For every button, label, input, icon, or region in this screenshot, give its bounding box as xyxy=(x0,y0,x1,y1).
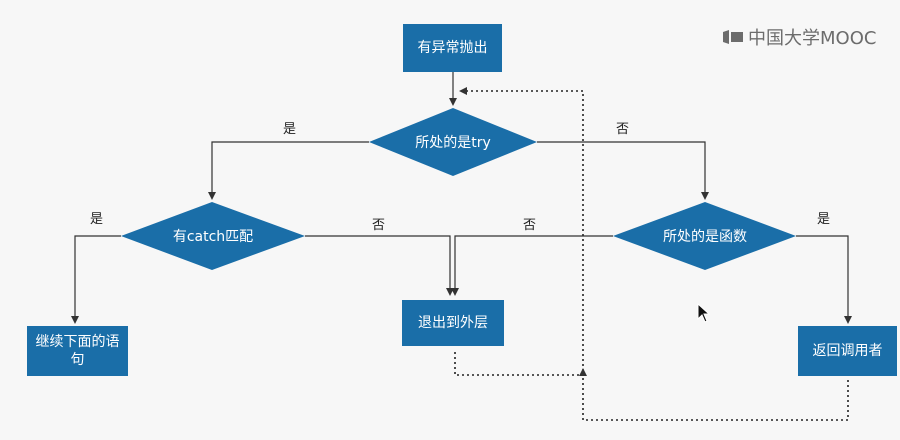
node-exception-thrown: 有异常抛出 xyxy=(403,24,502,72)
edge-label-try-no: 否 xyxy=(616,122,630,137)
decision-function-label: 所处的是函数 xyxy=(663,229,747,245)
watermark: 中国大学MOOC xyxy=(722,24,876,50)
decision-try-label: 所处的是try xyxy=(415,135,491,151)
mooc-logo-icon xyxy=(723,30,743,44)
node-return-caller: 返回调用者 xyxy=(798,326,897,376)
dotted-connectors xyxy=(454,87,849,421)
decision-catch-label: 有catch匹配 xyxy=(172,229,254,245)
mouse-cursor-icon xyxy=(697,303,711,323)
edge-label-function-yes: 是 xyxy=(817,212,831,227)
decision-function-diamond xyxy=(613,202,796,270)
decision-try-diamond xyxy=(369,108,537,176)
edge-label-function-no: 否 xyxy=(523,218,537,233)
watermark-text: 中国大学MOOC xyxy=(748,28,877,49)
node-exit-outer: 退出到外层 xyxy=(402,300,504,346)
edge-label-try-yes: 是 xyxy=(283,122,297,137)
decision-catch-diamond xyxy=(121,202,305,270)
edge-label-catch-yes: 是 xyxy=(90,212,104,227)
edge-label-catch-no: 否 xyxy=(372,218,386,233)
solid-connectors xyxy=(71,72,852,324)
node-continue-next: 继续下面的语句 xyxy=(27,326,128,376)
